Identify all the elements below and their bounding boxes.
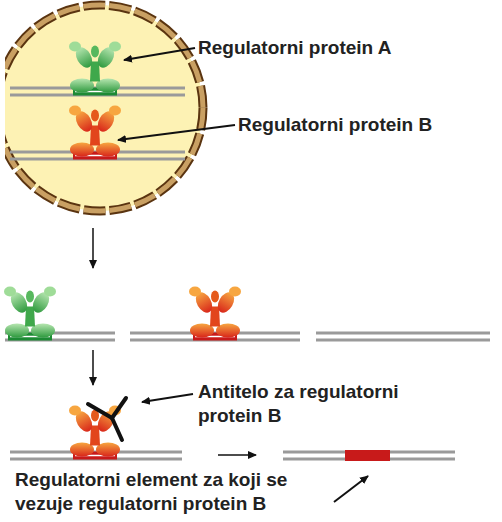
- protein-a: [69, 42, 121, 96]
- label: Regulatorni element za koji se vezuje re…: [15, 468, 337, 516]
- label: Regulatorni protein A: [198, 36, 498, 60]
- label: Antitelo za regulatorni protein B: [198, 380, 438, 428]
- protein-b: [69, 106, 121, 160]
- regulatory-element: [283, 450, 455, 461]
- dna-fragments: [5, 333, 490, 340]
- step-arrow: [218, 454, 256, 456]
- protein-b: [189, 287, 241, 341]
- dna: [10, 88, 185, 159]
- step-arrow: [92, 228, 94, 268]
- cell: [5, 5, 203, 211]
- label: Regulatorni protein B: [238, 113, 500, 137]
- antibody: [88, 398, 126, 440]
- protein-a: [4, 287, 56, 341]
- step-arrow: [92, 350, 94, 385]
